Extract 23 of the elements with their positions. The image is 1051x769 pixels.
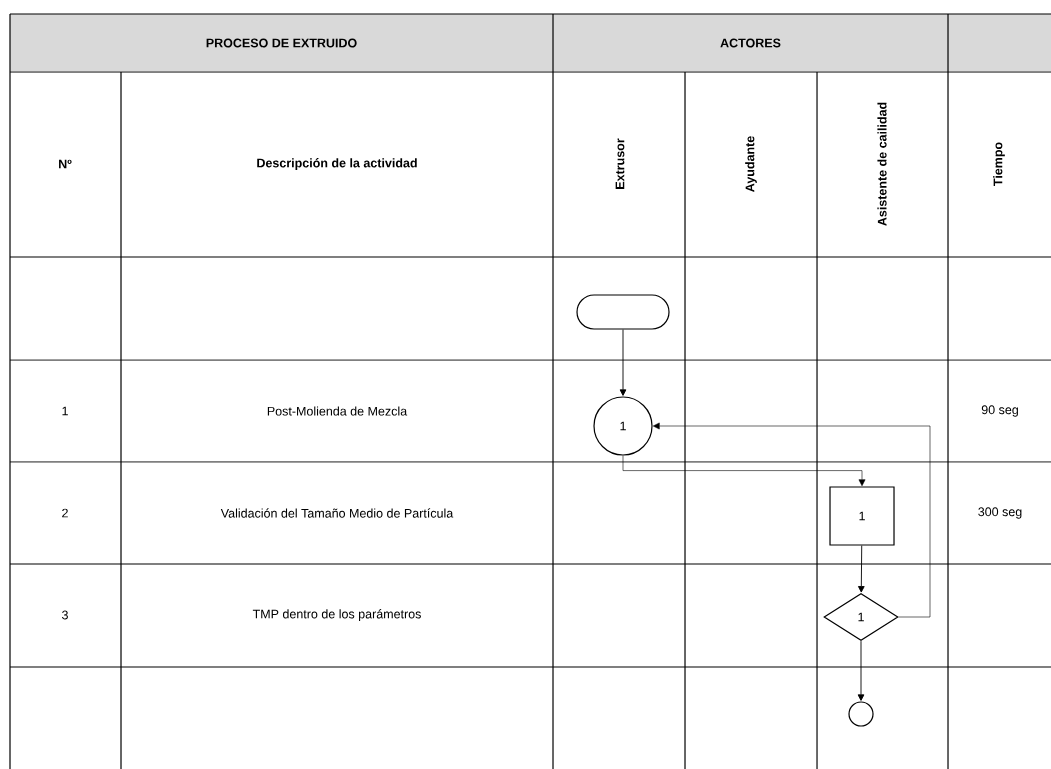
process-box: 1 [829, 486, 895, 546]
arrow [653, 422, 931, 618]
activity-text: TMP dentro de los parámetros [252, 609, 421, 621]
time-text: 90 seg [981, 405, 1018, 417]
column-header: Tiempo [993, 142, 1005, 186]
header-cell: PROCESO DE EXTRUIDO [10, 14, 553, 72]
activity-text: Validación del Tamaño Medio de Partícula [220, 508, 454, 518]
arrow [857, 545, 865, 593]
column-header: Asistente de cailidad [877, 102, 887, 226]
column-header: Nº [59, 159, 72, 169]
arrow [619, 329, 627, 396]
end-circle [848, 701, 874, 727]
column-header: Extrusor [615, 138, 625, 189]
column-header: Descripción de la actividad [257, 158, 417, 170]
activity-text: Post-Molienda de Mezcla [267, 406, 408, 416]
terminal-shape [576, 294, 670, 330]
row-number: 3 [62, 610, 68, 620]
row-number: 2 [62, 508, 68, 518]
time-text: 300 seg [978, 507, 1022, 519]
arrow [622, 455, 866, 487]
arrow [857, 640, 865, 701]
row-number: 1 [62, 406, 68, 416]
column-header: Ayudante [745, 136, 757, 192]
